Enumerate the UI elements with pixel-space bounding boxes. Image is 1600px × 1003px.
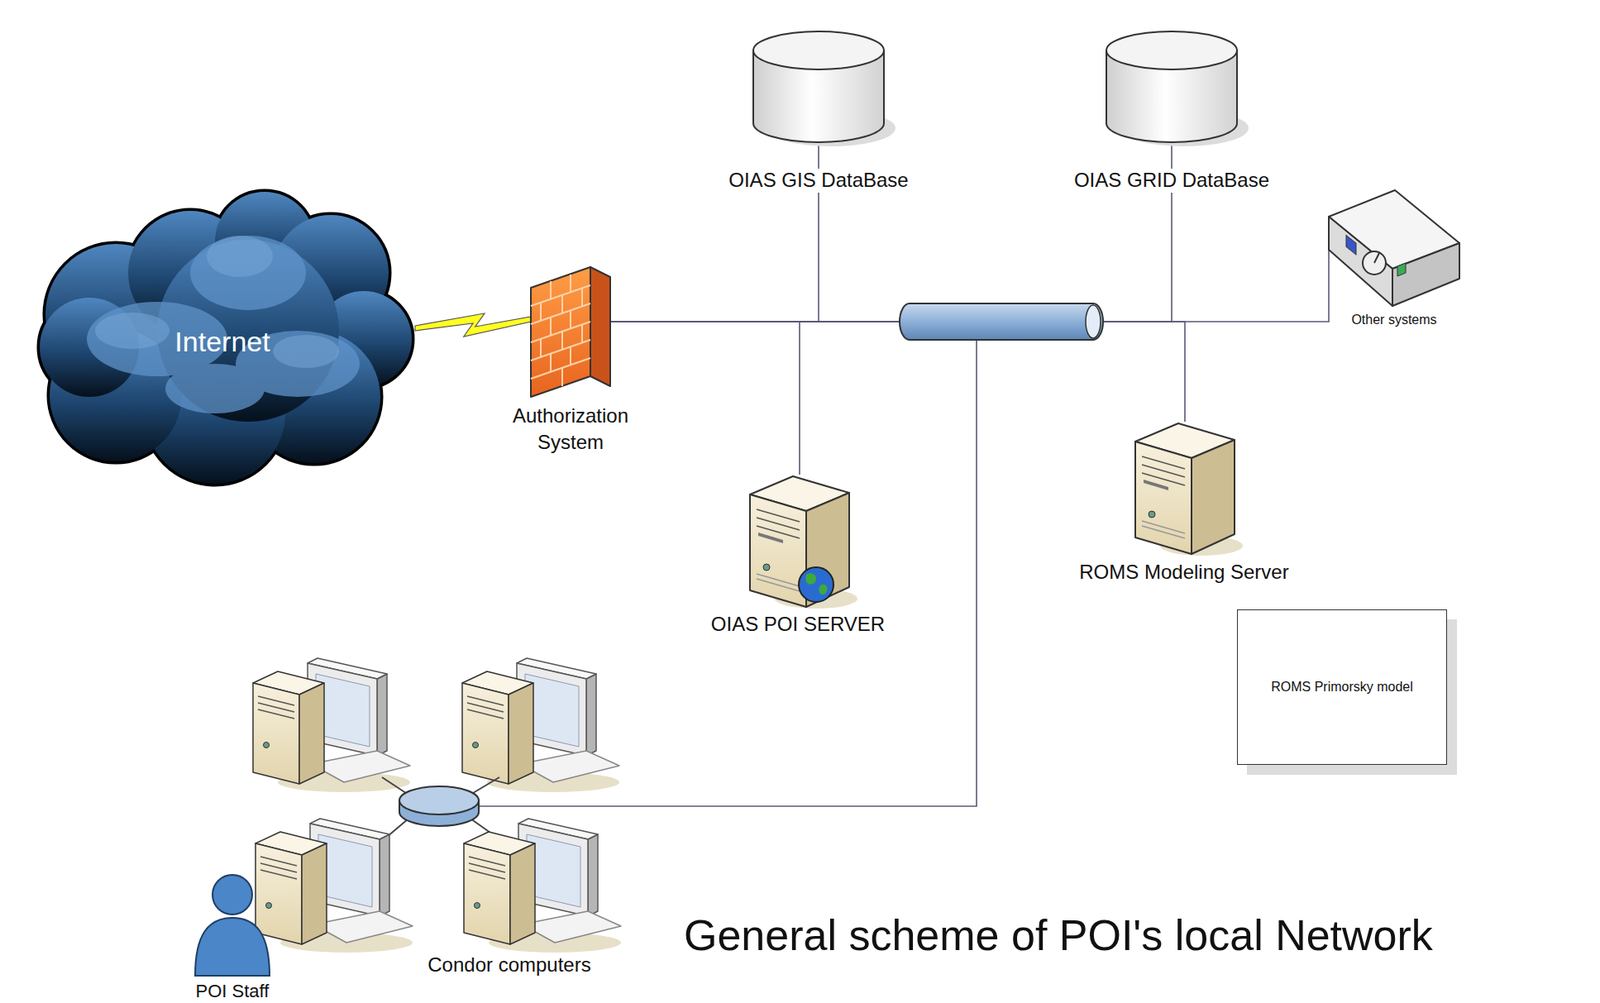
network-node: Other systems xyxy=(1326,190,1460,329)
icon-frame xyxy=(749,474,850,607)
icon-frame xyxy=(530,267,611,397)
node-label: ROMS Modeling Server xyxy=(1076,560,1291,585)
network-node: Authorization System xyxy=(493,267,648,456)
icon-frame xyxy=(1135,421,1235,555)
node-label: OIAS GIS DataBase xyxy=(725,168,911,193)
model-box: ROMS Primorsky model xyxy=(1237,609,1448,765)
box-label: ROMS Primorsky model xyxy=(1270,679,1414,695)
icon-frame xyxy=(753,30,884,144)
icon-frame xyxy=(1326,190,1460,250)
network-node: OIAS GIS DataBase xyxy=(725,30,912,193)
network-node: ROMS Modeling Server xyxy=(1076,421,1292,585)
icon-frame xyxy=(1106,30,1238,144)
network-node: OIAS GRID DataBase xyxy=(1071,30,1273,193)
lightning-link xyxy=(415,313,531,337)
node-label: Authorization System xyxy=(493,402,648,456)
icon-frame xyxy=(399,786,479,827)
node-label: Internet xyxy=(174,324,270,359)
caption: General scheme of POI's local Network xyxy=(683,909,1433,961)
node-label: OIAS GRID DataBase xyxy=(1071,168,1272,193)
network-node: Condor computers xyxy=(399,786,594,978)
node-label: Other systems xyxy=(1348,311,1439,328)
node-label: Condor computers xyxy=(425,953,593,978)
person-label: POI Staff xyxy=(195,980,270,1003)
network-node: Internet xyxy=(33,199,416,490)
network-node: OIAS POI SERVER xyxy=(708,474,889,637)
node-label: OIAS POI SERVER xyxy=(708,612,888,637)
